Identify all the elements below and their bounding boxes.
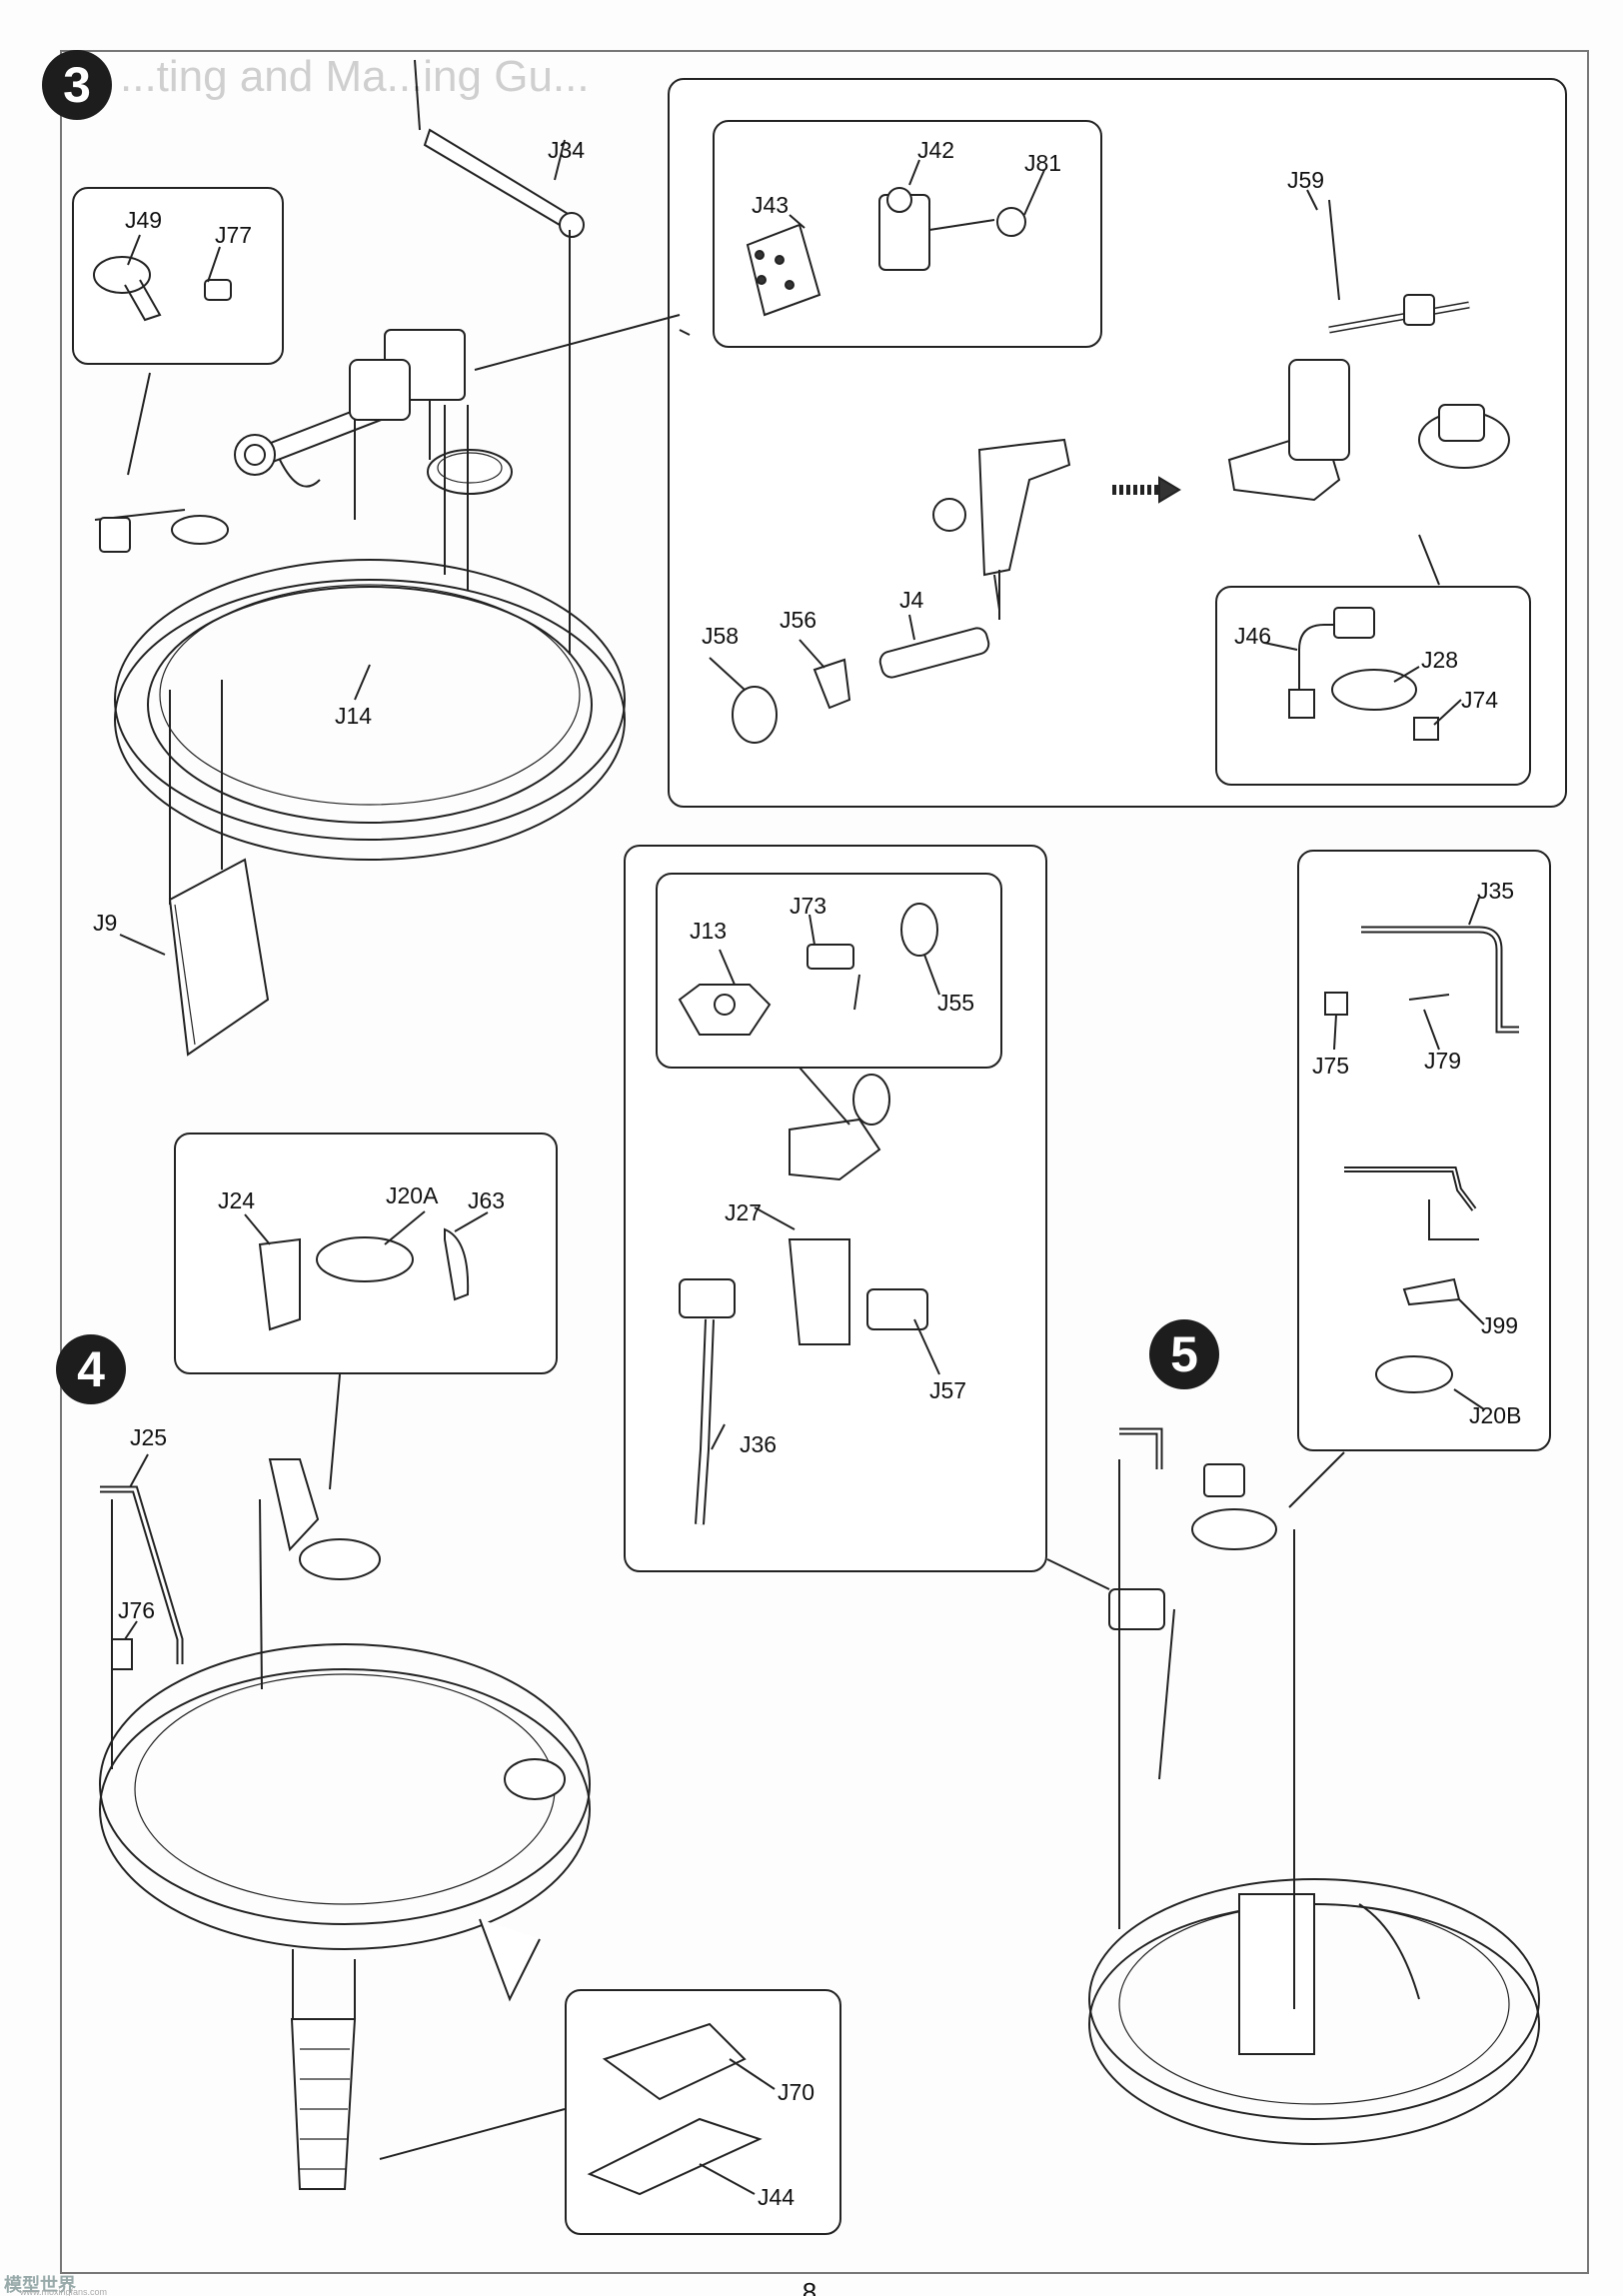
part-label-J44: J44 <box>758 2184 796 2210</box>
breech-assembly-drawing <box>732 438 1071 744</box>
part-label-J20A: J20A <box>386 1182 439 1208</box>
inset-seat-J46-J28-J74-drawing <box>1288 607 1439 741</box>
part-label-J25: J25 <box>130 1424 168 1450</box>
faded-background-title: ...ting and Ma...ing Gu... <box>120 52 590 101</box>
page-border <box>60 50 1589 2274</box>
part-label-J58: J58 <box>702 623 740 649</box>
part-label-J14: J14 <box>335 703 373 729</box>
part-label-J35: J35 <box>1477 878 1515 904</box>
part-label-J75: J75 <box>1312 1053 1350 1079</box>
part-label-J46: J46 <box>1234 623 1272 649</box>
assembled-gun-arrow-drawing <box>1112 476 1181 504</box>
watermark-logo: 模型世界 <box>4 2275 76 2295</box>
part-label-J49: J49 <box>125 207 163 233</box>
traverse-inset-box <box>656 873 1002 1069</box>
inset-gun-parts-drawing <box>746 187 1026 317</box>
traverse-assembly-J27-J36-J57-drawing <box>679 1074 928 1525</box>
watermark-url: www.moxingfans.com <box>20 2287 108 2296</box>
step-4-marker: 4 <box>56 1334 126 1404</box>
traverse-gearbox-J13-drawing <box>678 903 938 1036</box>
part-label-J74: J74 <box>1461 687 1499 713</box>
step4-seat-J24-J20A-J63-drawing <box>258 1227 470 1580</box>
part-label-J28: J28 <box>1421 647 1459 673</box>
part-label-J24: J24 <box>218 1187 256 1213</box>
part-label-J99: J99 <box>1481 1312 1519 1338</box>
part-label-J59: J59 <box>1287 167 1325 193</box>
assembly-arrows <box>111 230 1295 2019</box>
part-label-J55: J55 <box>937 990 975 1016</box>
part-label-J42: J42 <box>917 137 955 163</box>
armor-plate-J9-drawing <box>168 858 270 1057</box>
part-label-J20B: J20B <box>1469 1402 1522 1428</box>
part-label-J4: J4 <box>899 587 924 613</box>
periscope-J49-J77-drawing <box>93 256 232 553</box>
step-3-marker: 3 <box>42 50 112 120</box>
part-label-J77: J77 <box>215 222 253 248</box>
seat-J99-J20B-drawing <box>1344 1166 1479 1393</box>
part-label-J79: J79 <box>1424 1048 1462 1074</box>
step5-seat-box <box>1297 850 1551 1451</box>
step4-turret-ring-drawing <box>99 1643 591 2002</box>
top-handle-J34-drawing <box>414 59 585 238</box>
gun-assembly-drawing <box>234 329 466 520</box>
part-label-J34: J34 <box>548 137 586 163</box>
seat-J28-drawing <box>427 449 513 495</box>
part-label-J63: J63 <box>468 1187 506 1213</box>
part-label-J73: J73 <box>790 893 827 919</box>
part-label-J56: J56 <box>780 607 817 633</box>
page-number: 8 <box>790 2277 829 2296</box>
step5-seat-assembly-drawing <box>1108 1427 1277 1780</box>
step5-turret-ring-drawing <box>1088 1878 1540 2145</box>
part-label-J76: J76 <box>118 1597 156 1623</box>
part-label-J36: J36 <box>740 1431 778 1457</box>
assembled-gun-J59-drawing <box>1227 199 1510 502</box>
leader-lines <box>119 139 1485 2195</box>
seat-frame-J35-J75-J79-drawing <box>1324 926 1519 1034</box>
part-label-J13: J13 <box>690 918 728 944</box>
part-label-J9: J9 <box>93 910 118 936</box>
part-label-J27: J27 <box>725 1199 763 1225</box>
turret-ring-J14-drawing <box>114 559 626 861</box>
part-label-J57: J57 <box>929 1377 967 1403</box>
step-5-marker: 5 <box>1149 1319 1219 1389</box>
step4-basket-J70-J44-drawing <box>290 2018 763 2196</box>
part-label-J70: J70 <box>778 2079 815 2105</box>
part-label-J81: J81 <box>1024 150 1062 176</box>
part-label-J43: J43 <box>752 192 790 218</box>
